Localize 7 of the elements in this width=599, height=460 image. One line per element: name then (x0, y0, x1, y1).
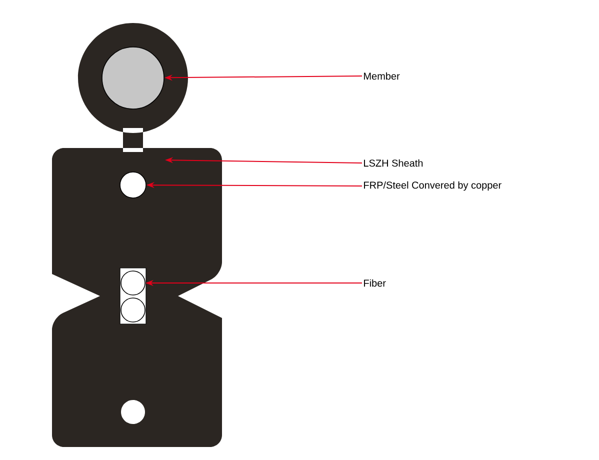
callout-label: Member (364, 72, 400, 80)
member-core (102, 46, 164, 110)
callout-label: LSZH Sheath (364, 159, 423, 167)
rod-circle (120, 172, 146, 198)
callout-label: Fiber (364, 279, 386, 287)
callout-label: FRP/Steel Convered by copper (364, 181, 502, 191)
fiber-circle (120, 270, 146, 296)
